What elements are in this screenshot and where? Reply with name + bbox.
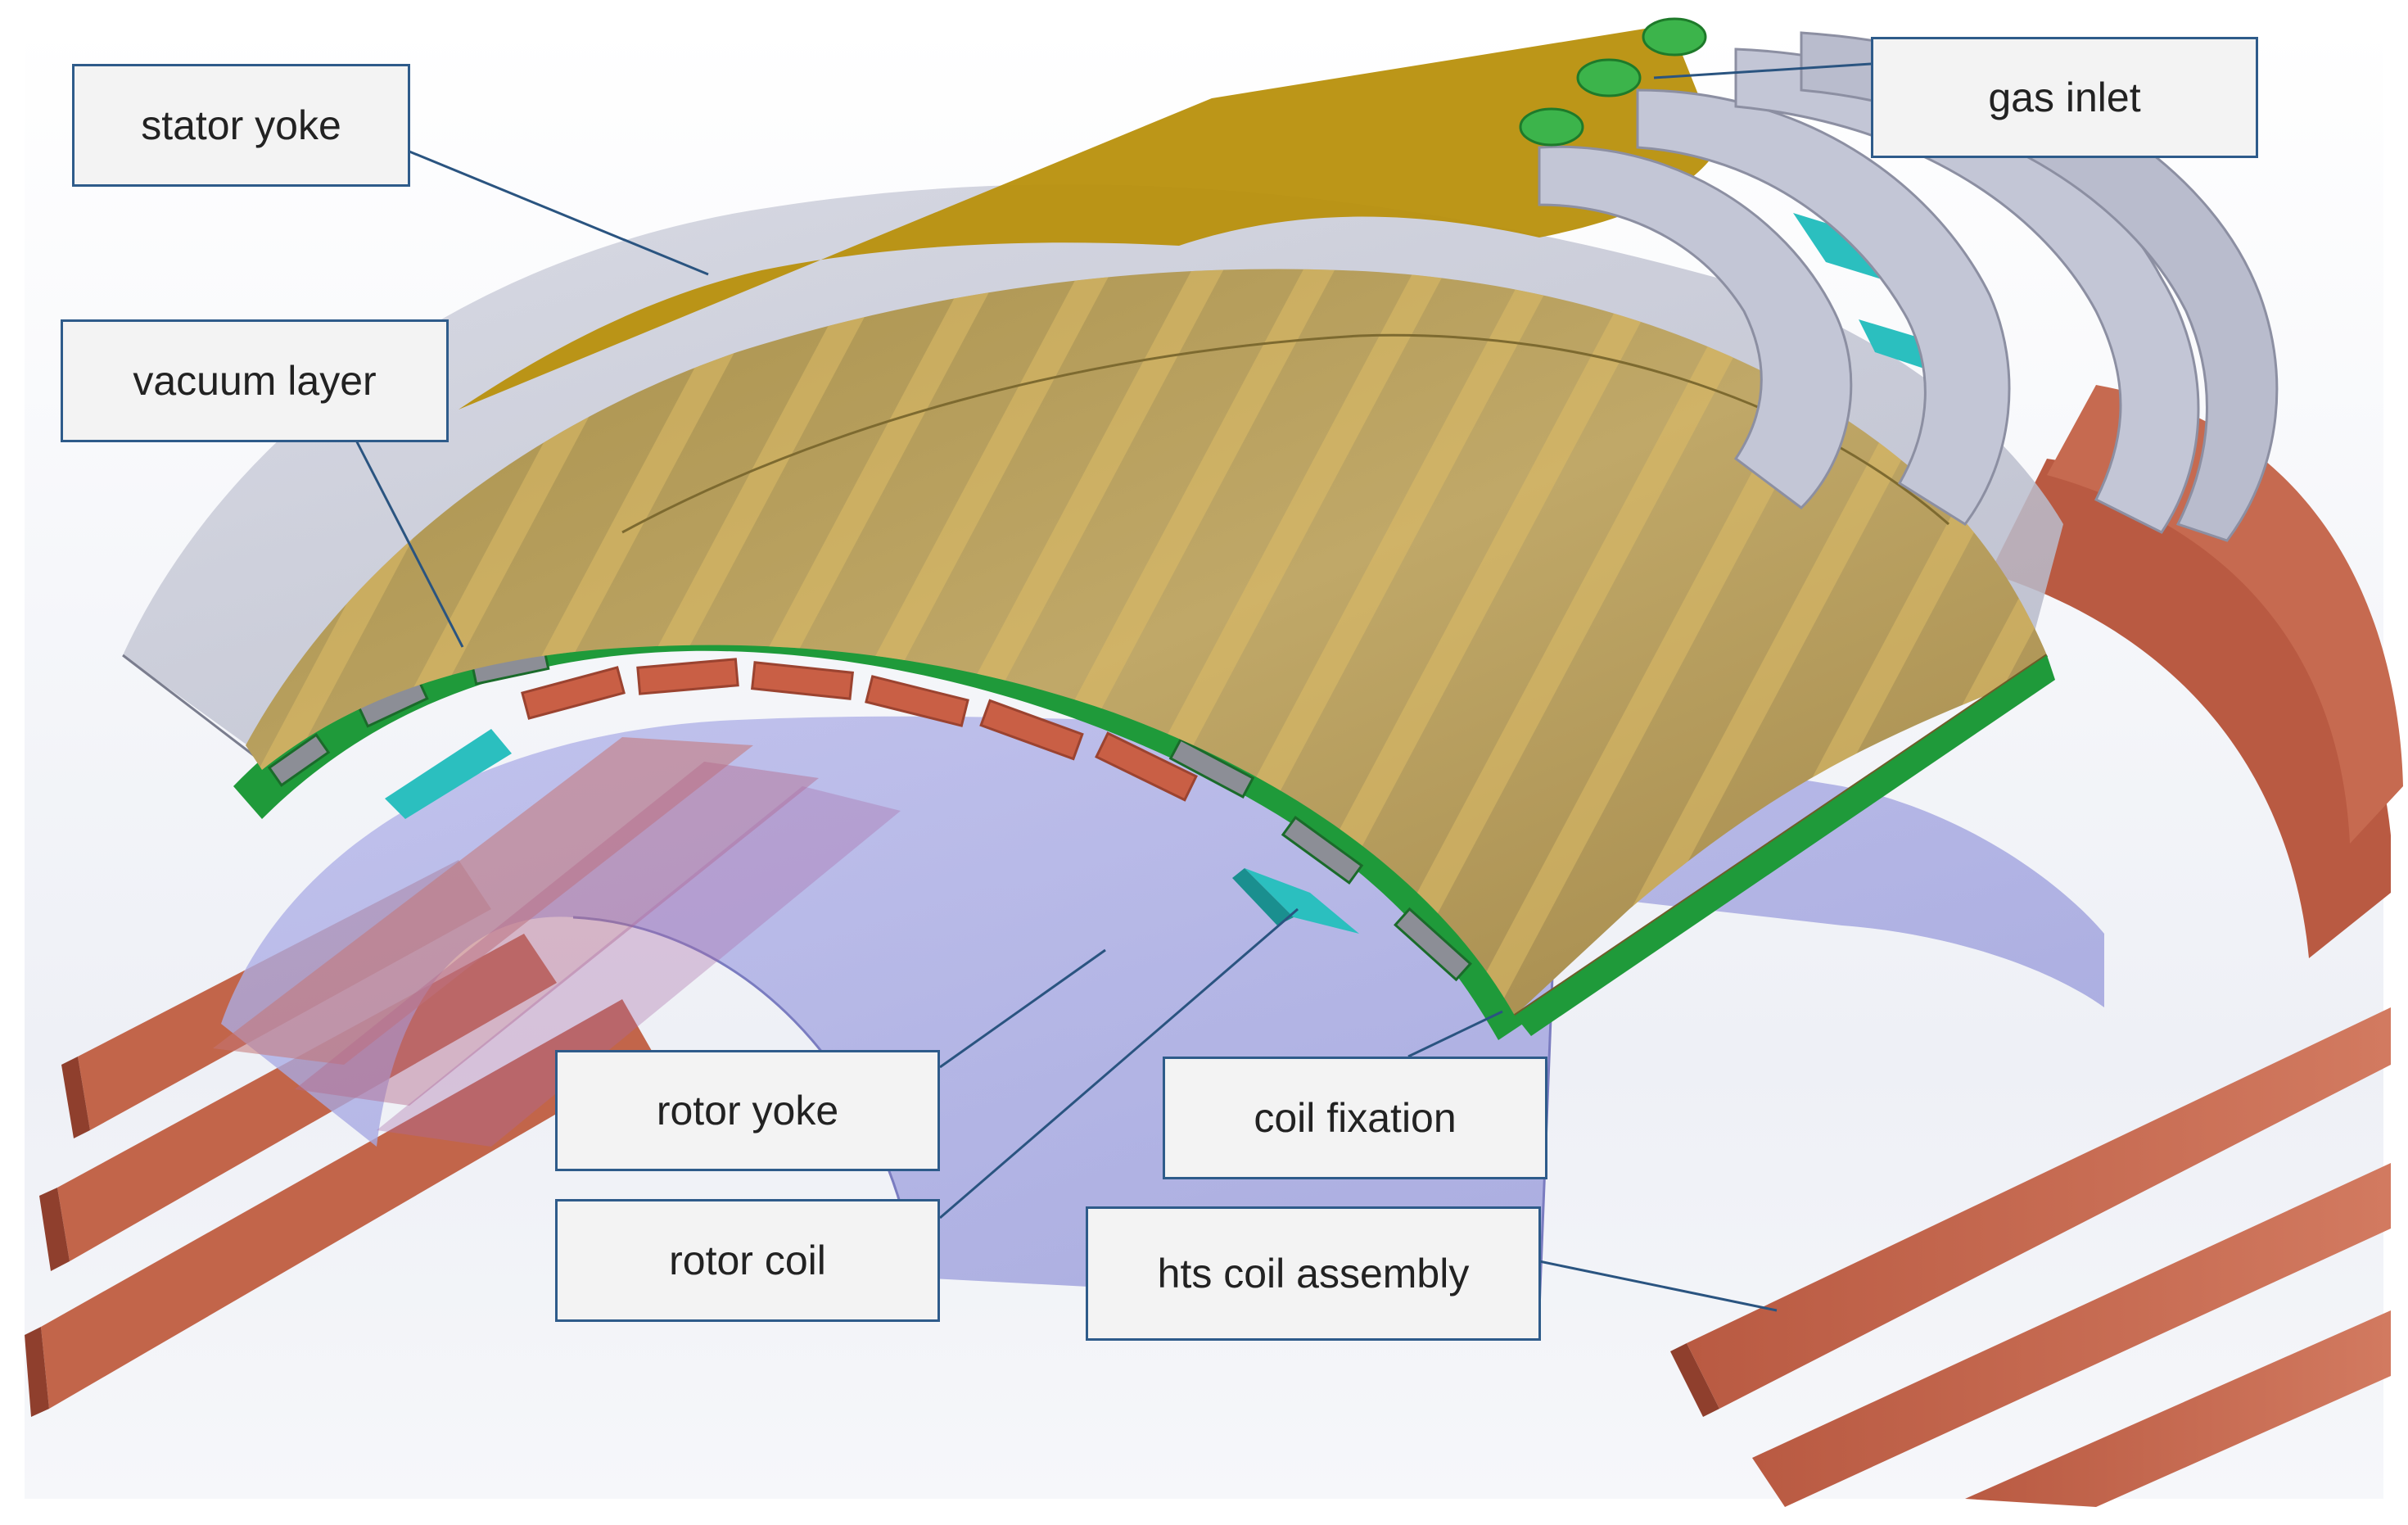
leader-lines: [350, 62, 1872, 1312]
label-vacuum-layer: vacuum layer: [61, 319, 449, 442]
leader-hts-coil-assembly: [1538, 1260, 1778, 1312]
label-stator-yoke: stator yoke: [72, 64, 410, 187]
gas-inlet-cups: [1519, 17, 1707, 147]
leader-rotor-yoke: [939, 948, 1106, 1069]
label-rotor-yoke: rotor yoke: [555, 1050, 940, 1171]
stator-winding-shape: [246, 25, 2055, 1036]
leader-rotor-coil: [939, 907, 1299, 1220]
leader-gas-inlet: [1653, 62, 1872, 79]
leader-stator-yoke: [409, 150, 709, 276]
leader-vacuum-layer: [350, 432, 464, 648]
hts-coil-slabs: [213, 737, 901, 1147]
label-coil-fixation: coil fixation: [1163, 1057, 1547, 1179]
leader-coil-fixation: [1407, 1010, 1503, 1058]
label-gas-inlet: gas inlet: [1871, 37, 2258, 158]
label-hts-coil-assembly: hts coil assembly: [1086, 1206, 1541, 1341]
label-rotor-coil: rotor coil: [555, 1199, 940, 1322]
hts-coil-tiles: [521, 658, 1198, 802]
